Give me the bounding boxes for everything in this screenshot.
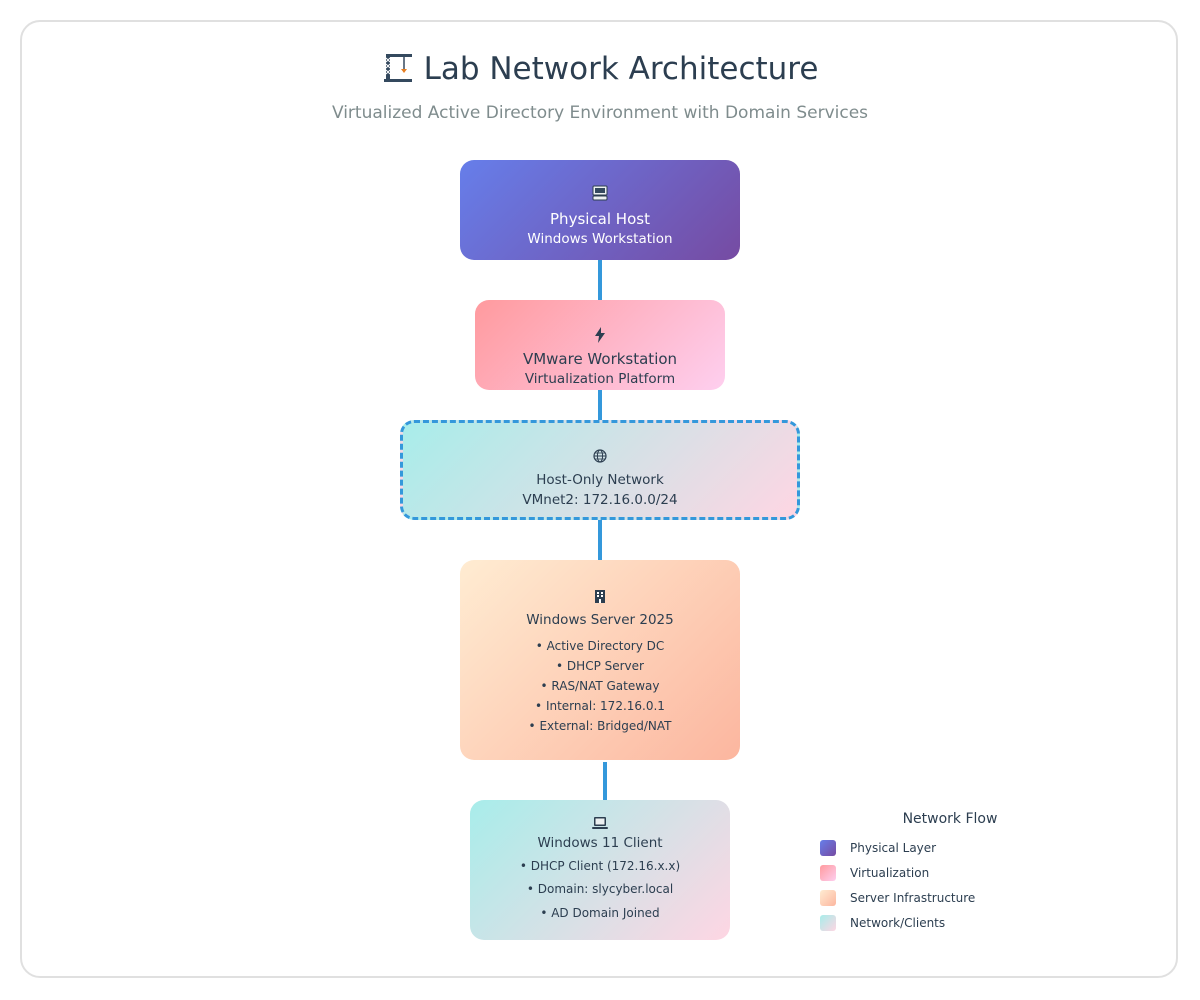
connector-network-server [598, 520, 602, 560]
server-item: • Internal: 172.16.0.1 [535, 699, 665, 713]
client-item: • AD Domain Joined [540, 906, 660, 920]
legend-swatch [820, 840, 836, 856]
legend-label: Server Infrastructure [850, 891, 976, 905]
server-item: • DHCP Server [556, 659, 644, 673]
legend-label: Physical Layer [850, 841, 937, 855]
connector-physical-vmware [598, 260, 602, 300]
connector-server-client [603, 762, 607, 800]
globe-icon [593, 448, 607, 463]
windows-client-node: Windows 11 Client • DHCP Client (172.16.… [470, 800, 730, 940]
office-building-icon [593, 588, 607, 603]
legend-label: Virtualization [850, 866, 930, 880]
windows-server-node: Windows Server 2025 • Active Directory D… [460, 560, 740, 760]
client-item: • Domain: slycyber.local [526, 882, 674, 896]
client-item: • DHCP Client (172.16.x.x) [519, 859, 681, 873]
page-subtitle: Virtualized Active Directory Environment… [331, 103, 869, 123]
legend-title: Network Flow [902, 811, 998, 827]
lightning-bolt-icon [594, 327, 606, 343]
server-item: • Active Directory DC [535, 639, 665, 653]
page-title-text: Lab Network Architecture [423, 51, 819, 87]
legend-swatch [820, 890, 836, 906]
legend-swatch [820, 865, 836, 881]
network-title: Host-Only Network [536, 472, 664, 488]
server-item: • RAS/NAT Gateway [540, 679, 660, 693]
page-title: Lab Network Architecture [0, 48, 1200, 94]
vmware-node: VMware Workstation Virtualization Platfo… [475, 300, 725, 390]
vmware-subtitle: Virtualization Platform [524, 371, 676, 387]
physical-host-node: Physical Host Windows Workstation [460, 160, 740, 260]
server-title: Windows Server 2025 [526, 612, 674, 628]
legend-label: Network/Clients [850, 916, 946, 930]
connector-vmware-network [598, 390, 602, 420]
physical-host-subtitle: Windows Workstation [527, 231, 673, 247]
server-item: • External: Bridged/NAT [528, 719, 672, 733]
host-only-network-node: Host-Only Network VMnet2: 172.16.0.0/24 [400, 420, 800, 520]
physical-host-title: Physical Host [550, 210, 650, 228]
network-subtitle: VMnet2: 172.16.0.0/24 [522, 492, 678, 508]
vmware-title: VMware Workstation [522, 350, 678, 368]
construction-crane-icon [382, 51, 414, 94]
laptop-icon [592, 815, 608, 829]
desktop-computer-icon [592, 185, 608, 201]
legend-swatch [820, 915, 836, 931]
client-title: Windows 11 Client [537, 835, 663, 851]
